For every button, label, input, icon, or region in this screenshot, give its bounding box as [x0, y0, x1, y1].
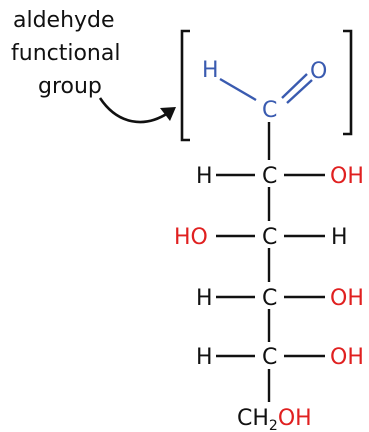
pointer-arrow-head [160, 107, 176, 121]
bond-c-o-double-1 [281, 73, 308, 99]
terminal-ch: CH [237, 406, 269, 431]
terminal-ch2oh: CH2OH [237, 406, 312, 432]
bracket-left [180, 29, 190, 142]
row-4-left-label: H [196, 345, 213, 370]
row-1-right-label: OH [330, 164, 364, 189]
aldehyde-carbon-label: C [262, 98, 277, 123]
caption-line-3: group [38, 74, 102, 99]
bracket-right [343, 29, 353, 136]
row-1-carbon-label: C [262, 164, 277, 189]
caption-line-1: aldehyde [13, 8, 115, 33]
row-3-left-label: H [196, 286, 213, 311]
caption-line-2: functional [11, 41, 120, 66]
row-2-right-label: H [331, 225, 348, 250]
row-4-right-label: OH [330, 345, 364, 370]
pointer-arrow-curve [98, 97, 169, 124]
row-3-carbon-label: C [262, 286, 277, 311]
bond-h-c [219, 77, 257, 102]
row-2-left-label: HO [174, 225, 208, 250]
aldehyde-oxygen-label: O [310, 59, 327, 84]
terminal-oh: OH [278, 406, 312, 431]
row-4-carbon-label: C [262, 345, 277, 370]
terminal-subscript: 2 [269, 418, 278, 432]
aldehyde-hydrogen-label: H [202, 58, 219, 83]
row-1-left-label: H [196, 164, 213, 189]
row-3-right-label: OH [330, 286, 364, 311]
bond-c-o-double-2 [286, 79, 313, 104]
row-2-carbon-label: C [262, 225, 277, 250]
